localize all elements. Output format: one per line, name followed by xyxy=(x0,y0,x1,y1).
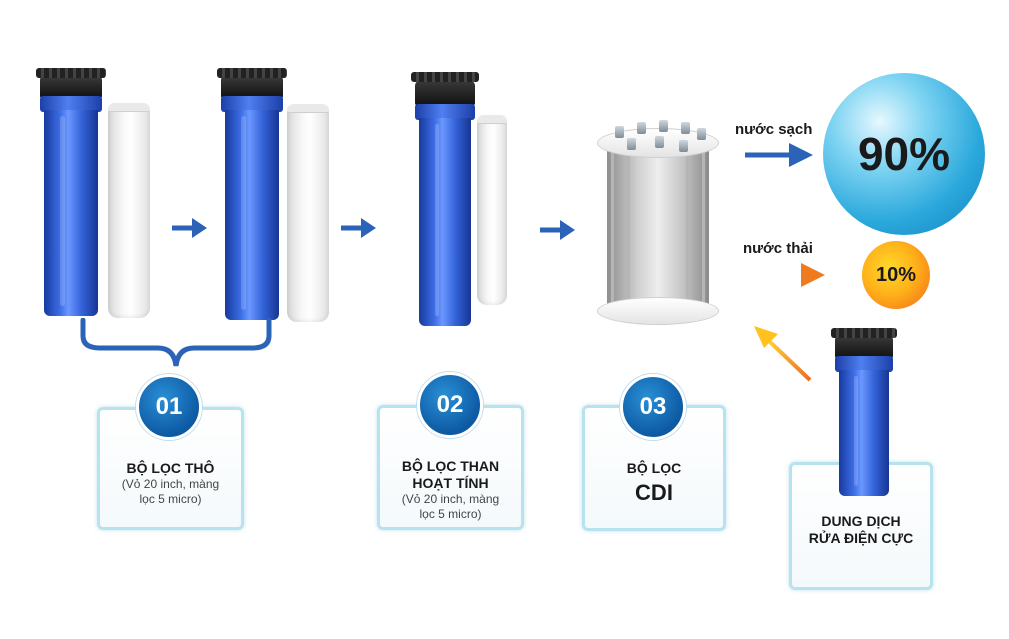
clean-water-label: nước sạch xyxy=(735,121,813,138)
filter-housing-1 xyxy=(36,68,106,316)
stage-2-number-badge: 02 xyxy=(417,372,483,438)
cdi-unit xyxy=(597,120,719,325)
stage-2-subtitle: (Vỏ 20 inch, màng lọc 5 micro) xyxy=(401,492,500,521)
filter-housing-2 xyxy=(217,68,287,320)
flow-arrow-3 xyxy=(540,220,575,240)
stage-3-title: BỘ LỌC xyxy=(626,460,682,476)
clean-water-arrow xyxy=(745,143,813,167)
filter-cartridge-2 xyxy=(287,104,329,322)
stage-1-subtitle: (Vỏ 20 inch, màng lọc 5 micro) xyxy=(121,477,220,506)
filter-cartridge-1 xyxy=(108,103,150,318)
electrode-wash-title: DUNG DỊCH RỬA ĐIỆN CỰC xyxy=(808,513,914,546)
stage-1-bracket xyxy=(80,318,272,367)
electrode-wash-housing xyxy=(831,328,897,496)
stage-1-title: BỘ LỌC THÔ xyxy=(126,460,215,476)
electrode-wash-arrow xyxy=(754,326,812,382)
clean-water-percent-circle: 90% xyxy=(823,73,985,235)
waste-water-arrow xyxy=(757,263,825,287)
stage-1-number-badge: 01 xyxy=(136,374,202,440)
stage-3-title-big: CDI xyxy=(635,480,673,505)
carbon-filter-cartridge xyxy=(477,115,507,305)
waste-water-percent-circle: 10% xyxy=(862,241,930,309)
stage-3-number-badge: 03 xyxy=(620,374,686,440)
flow-arrow-1 xyxy=(172,218,207,238)
stage-2-title: BỘ LỌC THAN HOẠT TÍNH xyxy=(401,458,500,491)
flow-arrow-2 xyxy=(341,218,376,238)
carbon-filter-housing xyxy=(411,72,479,326)
waste-water-label: nước thải xyxy=(743,240,813,257)
